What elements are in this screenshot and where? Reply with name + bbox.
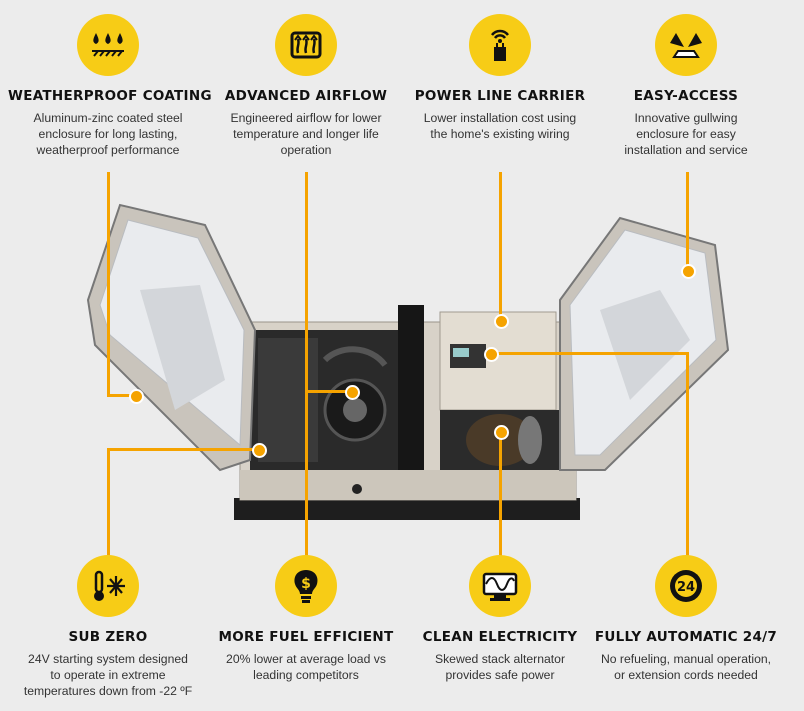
callout-dot-easy-access bbox=[681, 264, 696, 279]
feature-title: MORE FUEL EFFICIENT bbox=[218, 629, 394, 645]
clock-24-icon: 24 bbox=[655, 555, 717, 617]
feature-more-fuel-efficient: $ MORE FUEL EFFICIENT 20% lower at avera… bbox=[206, 555, 406, 683]
leader-line-power-line bbox=[499, 172, 502, 318]
water-drops-icon bbox=[77, 14, 139, 76]
callout-dot-power-line bbox=[494, 314, 509, 329]
sine-wave-monitor-icon bbox=[469, 555, 531, 617]
leader-line-airflow bbox=[305, 172, 308, 390]
leader-line-sub-zero bbox=[107, 448, 257, 451]
feature-title: ADVANCED AIRFLOW bbox=[224, 88, 388, 104]
feature-clean-electricity: CLEAN ELECTRICITY Skewed stack alternato… bbox=[400, 555, 600, 683]
thermometer-snowflake-icon bbox=[77, 555, 139, 617]
callout-dot-automatic bbox=[484, 347, 499, 362]
feature-title: WEATHERPROOF COATING bbox=[8, 88, 212, 104]
callout-dot-weatherproof bbox=[129, 389, 144, 404]
callout-dot-sub-zero bbox=[252, 443, 267, 458]
leader-line-weatherproof bbox=[107, 172, 110, 396]
feature-weatherproof-coating: WEATHERPROOF COATING Aluminum-zinc coate… bbox=[8, 14, 212, 158]
svg-text:$: $ bbox=[301, 576, 311, 592]
callout-dot-airflow bbox=[345, 385, 360, 400]
leader-line-clean-electricity bbox=[499, 430, 502, 560]
dollar-bulb-icon: $ bbox=[275, 555, 337, 617]
feature-title: CLEAN ELECTRICITY bbox=[422, 629, 578, 645]
feature-title: SUB ZERO bbox=[68, 629, 148, 645]
gullwing-doors-icon bbox=[655, 14, 717, 76]
feature-title: FULLY AUTOMATIC 24/7 bbox=[594, 629, 778, 645]
feature-title: EASY-ACCESS bbox=[633, 88, 739, 104]
leader-line-easy-access bbox=[686, 172, 689, 268]
leader-line-automatic bbox=[489, 352, 689, 355]
airflow-arrows-icon bbox=[275, 14, 337, 76]
svg-text:24: 24 bbox=[677, 580, 695, 595]
generator-base bbox=[234, 498, 580, 520]
feature-title: POWER LINE CARRIER bbox=[414, 88, 586, 104]
feature-fully-automatic: 24 FULLY AUTOMATIC 24/7 No refueling, ma… bbox=[586, 555, 786, 683]
callout-dot-clean-electricity bbox=[494, 425, 509, 440]
feature-advanced-airflow: ADVANCED AIRFLOW Engineered airflow for … bbox=[206, 14, 406, 158]
leader-line-fuel bbox=[305, 390, 308, 560]
feature-power-line-carrier: POWER LINE CARRIER Lower installation co… bbox=[400, 14, 600, 142]
signal-plug-icon bbox=[469, 14, 531, 76]
